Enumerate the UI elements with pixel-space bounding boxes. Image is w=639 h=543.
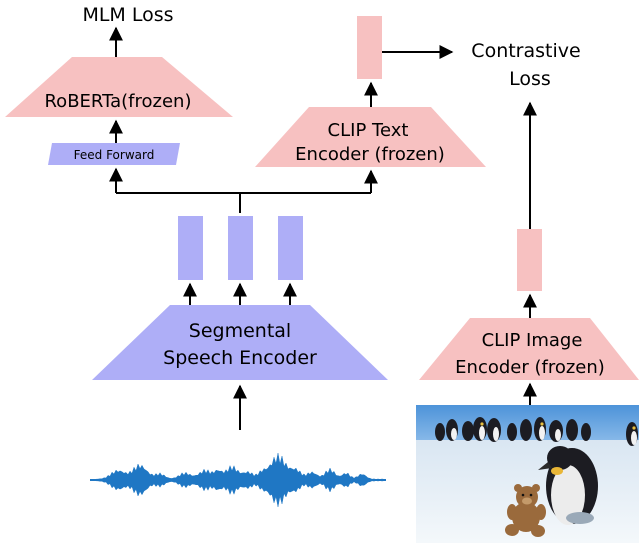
clip-text-label-line2: Encoder (frozen) <box>295 144 445 165</box>
image-embedding-block <box>517 229 542 291</box>
clip-image-encoder-block <box>419 318 639 380</box>
photo-penguins-teddy-bear-icon <box>416 405 639 543</box>
clip-text-label-line1: CLIP Text <box>328 120 409 141</box>
roberta-block <box>5 57 233 117</box>
contrastive-label-line2: Loss <box>509 68 551 90</box>
segment-embedding-1 <box>178 216 203 280</box>
feed-forward-label: Feed Forward <box>74 148 155 162</box>
speech-encoder-label-line1: Segmental <box>189 320 291 342</box>
segmental-speech-encoder-block <box>92 305 388 380</box>
speech-encoder-label-line2: Speech Encoder <box>163 347 317 369</box>
segment-embedding-2 <box>228 216 253 280</box>
text-embedding-block <box>357 16 382 79</box>
roberta-label: RoBERTa(frozen) <box>44 91 191 112</box>
contrastive-label-line1: Contrastive <box>471 40 580 62</box>
audio-waveform-icon <box>90 453 386 507</box>
clip-image-label-line2: Encoder (frozen) <box>455 357 605 378</box>
mlm-loss-label: MLM Loss <box>82 4 173 26</box>
segment-embedding-3 <box>278 216 303 280</box>
feed-forward-block <box>48 143 180 165</box>
clip-text-encoder-block <box>255 107 486 167</box>
clip-image-label-line1: CLIP Image <box>482 330 583 351</box>
